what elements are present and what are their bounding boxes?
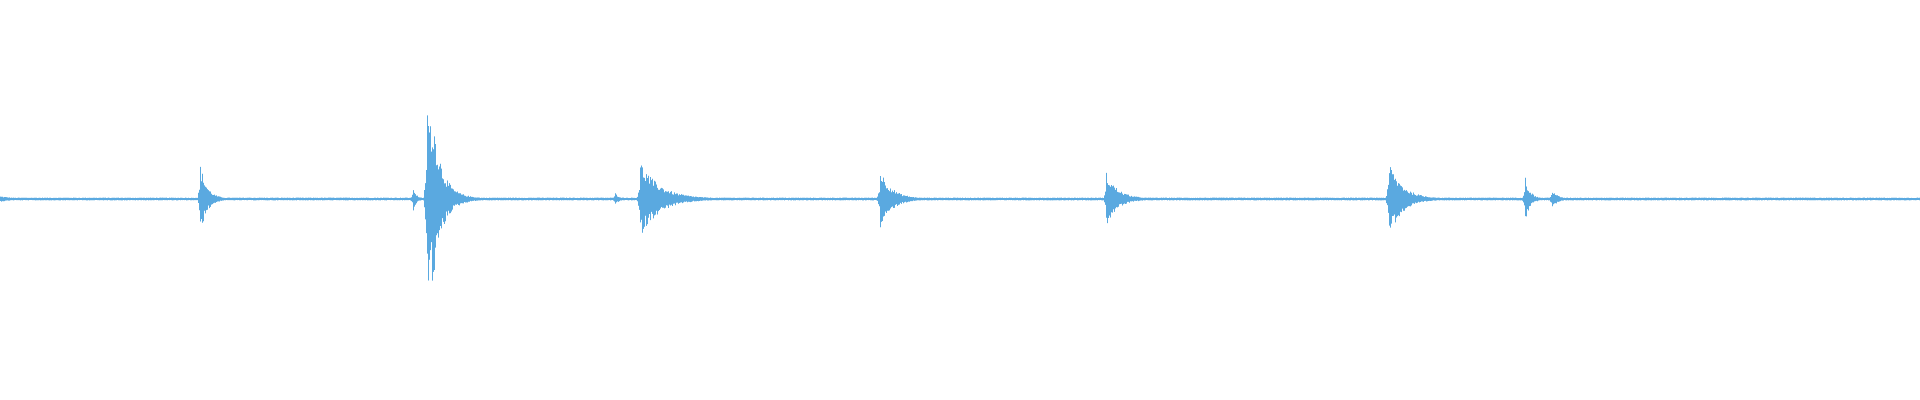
waveform-signal xyxy=(0,115,1920,281)
